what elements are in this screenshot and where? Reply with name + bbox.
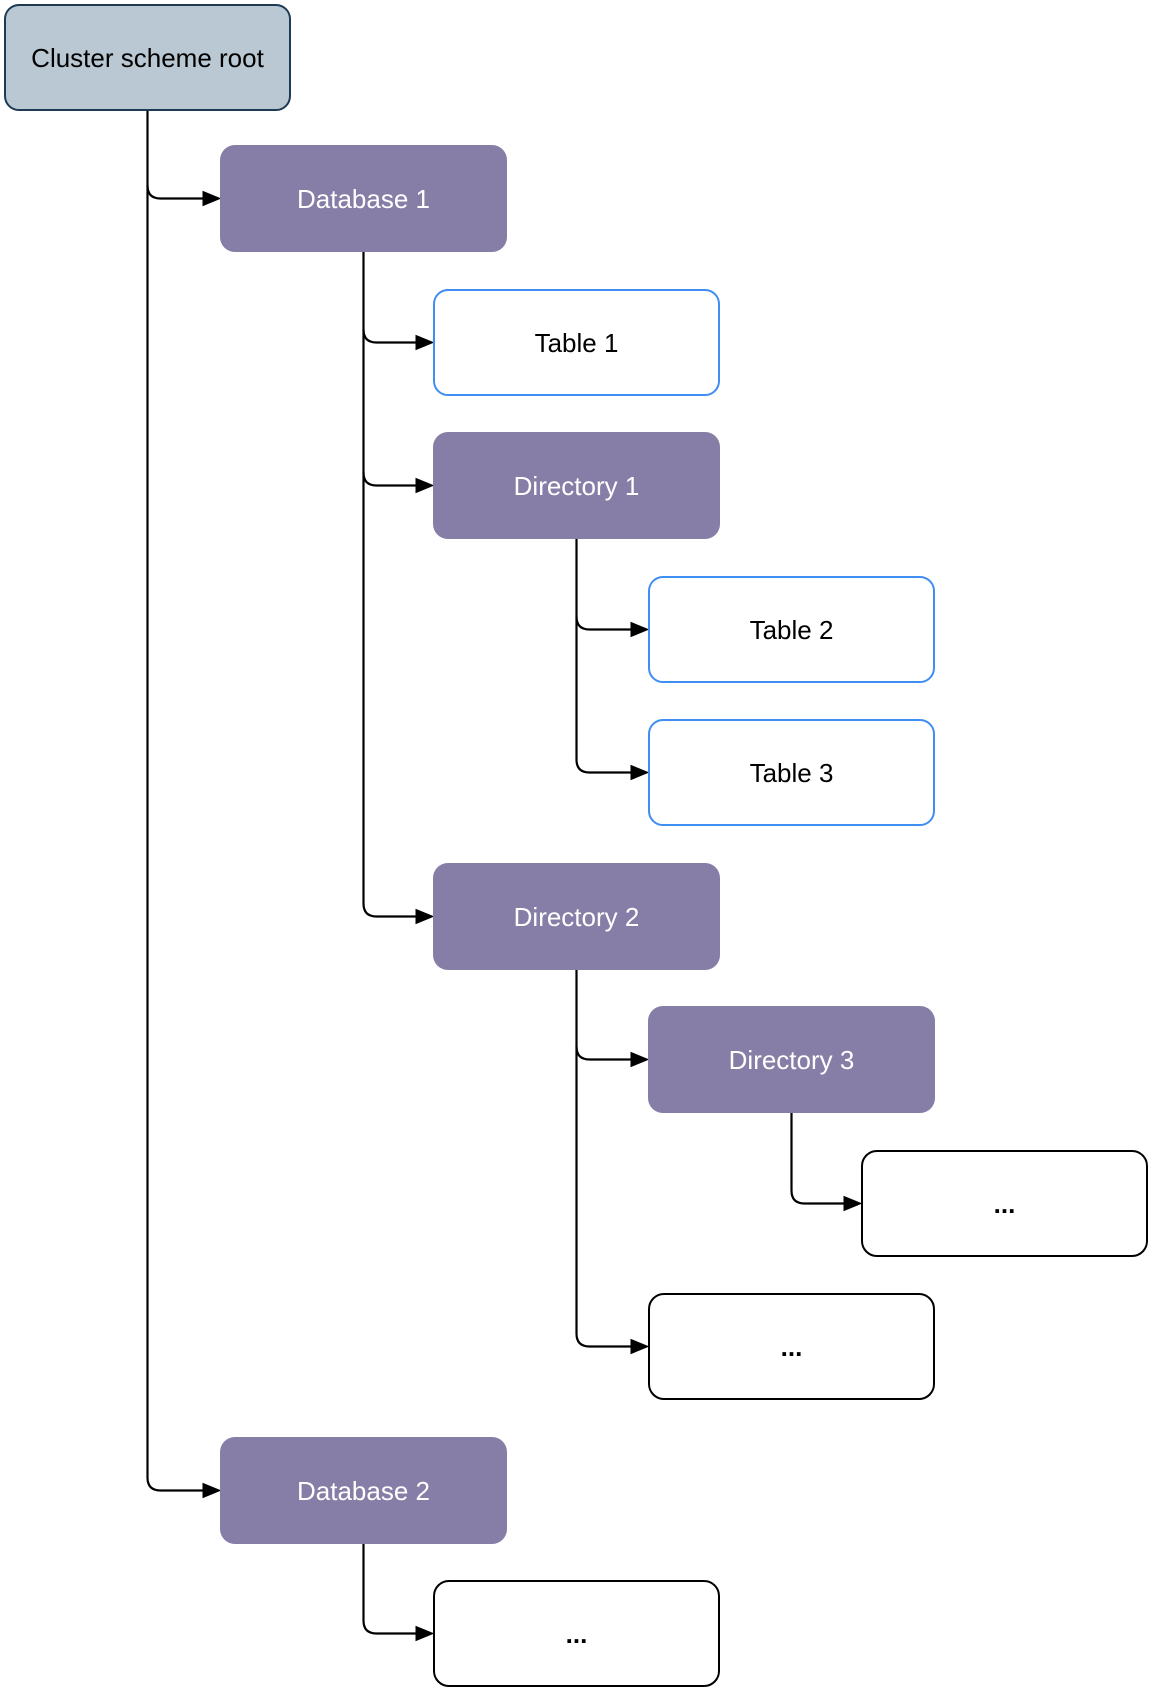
node-label: ... [780, 1331, 803, 1362]
connector-database1-to-directory1 [362, 472, 417, 487]
connector-database1-to-table1 [362, 329, 417, 344]
arrowhead-database1 [202, 190, 222, 207]
node-label: Database 1 [297, 183, 430, 214]
arrowhead-table2 [630, 621, 650, 638]
connector-database1-to-directory2 [362, 252, 417, 918]
connector-directory1-to-table2 [575, 616, 632, 631]
arrowhead-directory1 [415, 477, 435, 494]
node-ellipsis-1: ... [861, 1150, 1148, 1257]
node-ellipsis-3: ... [433, 1580, 720, 1687]
node-table-3: Table 3 [648, 719, 935, 826]
connector-root-to-database2 [146, 111, 204, 1492]
connector-directory2-to-directory3 [575, 1046, 632, 1061]
node-directory-2: Directory 2 [433, 863, 720, 970]
node-label: Table 2 [749, 614, 834, 645]
node-label: ... [993, 1188, 1016, 1219]
node-label: Table 3 [749, 757, 834, 788]
node-directory-1: Directory 1 [433, 432, 720, 539]
node-label: Database 2 [297, 1475, 430, 1506]
connector-directory3-to-ellipsis1 [790, 1113, 845, 1205]
node-label: ... [565, 1618, 588, 1649]
connector-root-to-database1 [146, 185, 204, 200]
node-database-1: Database 1 [220, 145, 507, 252]
connector-database2-to-ellipsis3 [362, 1544, 417, 1635]
arrowhead-ellipsis2 [630, 1338, 650, 1355]
arrowhead-directory2 [415, 908, 435, 925]
node-table-1: Table 1 [433, 289, 720, 396]
node-directory-3: Directory 3 [648, 1006, 935, 1113]
arrowhead-database2 [202, 1482, 222, 1499]
arrowhead-ellipsis3 [415, 1625, 435, 1642]
arrowhead-table3 [630, 764, 650, 781]
node-ellipsis-2: ... [648, 1293, 935, 1400]
node-label: Table 1 [534, 327, 619, 358]
node-label: Directory 1 [513, 470, 640, 501]
node-cluster-scheme-root: Cluster scheme root [4, 4, 291, 111]
arrowhead-ellipsis1 [843, 1195, 863, 1212]
node-label: Directory 2 [513, 901, 640, 932]
node-database-2: Database 2 [220, 1437, 507, 1544]
connector-directory2-to-ellipsis2 [575, 970, 632, 1348]
arrowhead-directory3 [630, 1051, 650, 1068]
node-label: Directory 3 [728, 1044, 855, 1075]
node-label: Cluster scheme root [31, 42, 264, 73]
arrowhead-table1 [415, 334, 435, 351]
node-table-2: Table 2 [648, 576, 935, 683]
connector-directory1-to-table3 [575, 539, 632, 774]
